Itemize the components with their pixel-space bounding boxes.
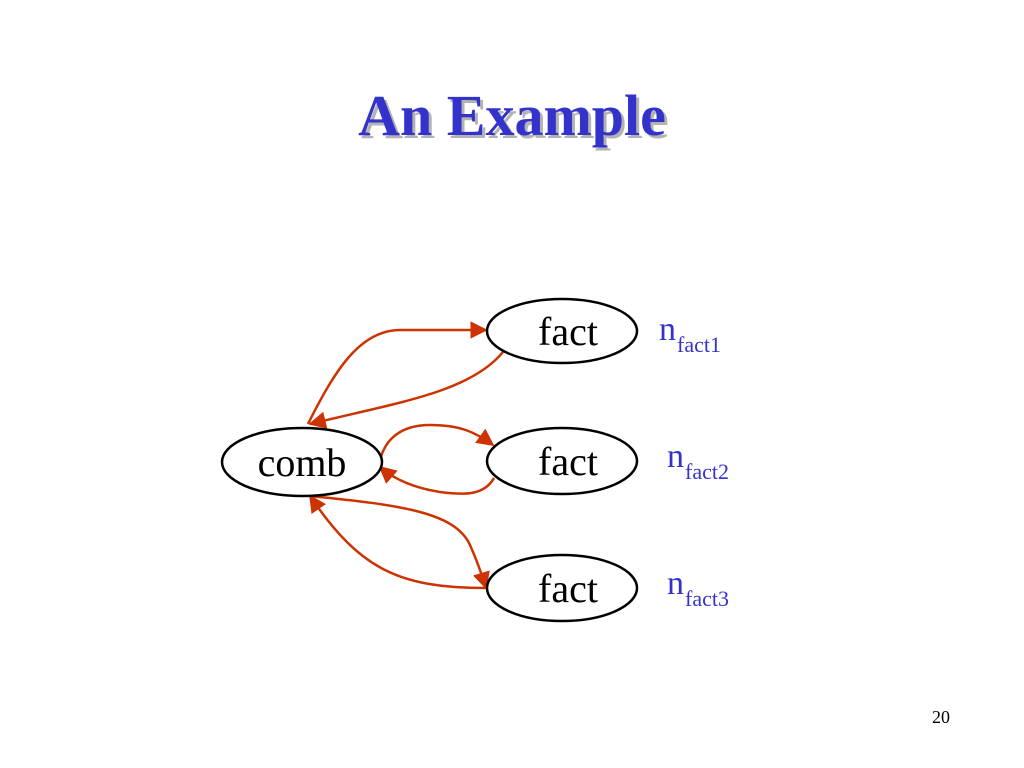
edge-fact3-to-comb: [308, 494, 487, 590]
edge-comb-to-fact2: [378, 423, 495, 461]
annotation-fact1: n fact1: [659, 311, 721, 357]
node-fact3: fact: [485, 553, 639, 623]
annotation-fact1-sub: fact1: [677, 332, 721, 357]
edge-fact1-to-comb: [308, 351, 504, 429]
edge-comb-to-fact3: [309, 494, 490, 590]
annotation-fact2-sub: fact2: [685, 459, 729, 484]
slide-title: An Example: [358, 83, 666, 148]
node-fact1-label: fact: [538, 309, 598, 354]
annotation-fact3: n fact3: [667, 565, 729, 611]
annotation-fact1-main: n: [659, 311, 676, 348]
annotation-fact3-sub: fact3: [685, 586, 729, 611]
annotation-fact2-main: n: [667, 438, 684, 475]
page-number: 20: [932, 707, 950, 727]
edge-fact2-to-comb: [378, 465, 496, 495]
node-comb-label: comb: [258, 440, 347, 485]
annotation-fact3-main: n: [667, 565, 684, 602]
edge-comb-to-fact1: [306, 321, 488, 425]
node-fact3-label: fact: [538, 566, 598, 611]
node-fact1: fact: [485, 297, 639, 365]
node-comb: comb: [220, 426, 384, 498]
node-fact2: fact: [485, 426, 639, 496]
annotation-fact2: n fact2: [667, 438, 729, 484]
edges: [306, 321, 504, 590]
node-fact2-label: fact: [538, 439, 598, 484]
